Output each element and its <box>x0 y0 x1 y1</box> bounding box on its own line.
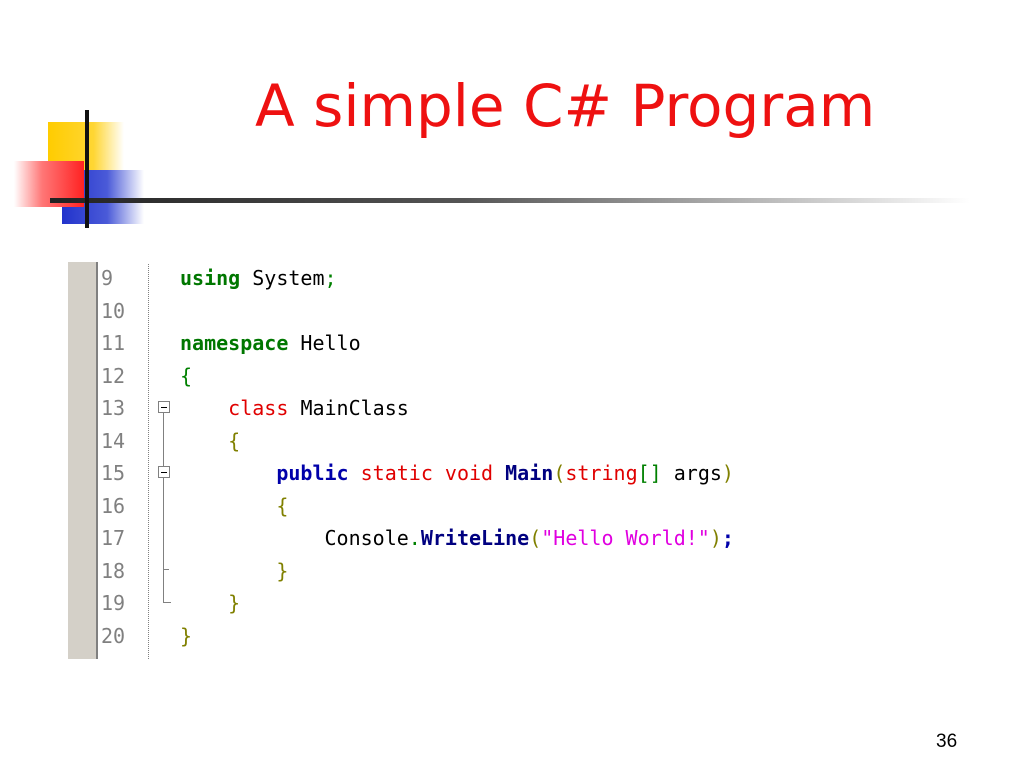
slide-title: A simple C# Program <box>255 72 876 140</box>
code-line-16: { <box>180 490 940 523</box>
fold-guide-line <box>163 478 164 602</box>
line-number: 12 <box>101 363 126 388</box>
line-number: 9 <box>101 266 114 290</box>
line-number: 20 <box>101 623 126 648</box>
keyword-namespace: namespace <box>180 331 289 355</box>
keyword-string: string <box>565 461 638 485</box>
identifier-system: System <box>252 266 325 290</box>
fold-guide-line <box>163 413 164 466</box>
keyword-using: using <box>180 266 241 290</box>
member-dot: . <box>408 526 421 550</box>
open-paren: ( <box>529 526 542 550</box>
gutter-separator <box>148 264 149 659</box>
line-number: 18 <box>101 558 126 583</box>
method-main: Main <box>505 461 554 485</box>
code-line-17: Console.WriteLine("Hello World!"); <box>180 522 940 555</box>
identifier-hello: Hello <box>300 331 361 355</box>
semicolon: ; <box>721 526 734 550</box>
line-number: 15 <box>101 461 126 485</box>
array-brackets: [] <box>637 461 662 485</box>
line-number: 13 <box>101 396 126 420</box>
keyword-void: void <box>444 461 494 485</box>
fold-end-tick <box>163 602 171 603</box>
vertical-rule <box>85 110 89 228</box>
code-body: using System; namespace Hello { class Ma… <box>180 262 940 652</box>
blue-square <box>62 170 144 224</box>
collapse-class-icon[interactable] <box>158 401 170 413</box>
semicolon: ; <box>324 266 337 290</box>
open-brace: { <box>228 428 241 453</box>
line-number: 16 <box>101 493 126 518</box>
close-paren: ) <box>709 526 722 550</box>
open-brace: { <box>276 493 289 518</box>
code-editor: 9 10 11 12 13 14 15 16 17 18 19 20 using… <box>68 262 948 659</box>
close-brace: } <box>180 623 193 648</box>
code-line-10 <box>180 295 940 328</box>
keyword-public: public <box>276 461 349 485</box>
page-number: 36 <box>936 731 958 752</box>
code-line-12: { <box>180 360 940 393</box>
collapse-method-icon[interactable] <box>158 466 170 478</box>
line-number: 17 <box>101 526 126 550</box>
keyword-class: class <box>228 396 289 420</box>
code-line-19: } <box>180 587 940 620</box>
line-number: 19 <box>101 591 126 615</box>
editor-gutter <box>68 262 98 659</box>
code-line-14: { <box>180 425 940 458</box>
code-line-13: class MainClass <box>180 392 940 425</box>
line-number: 10 <box>101 298 126 323</box>
method-writeline: WriteLine <box>420 526 530 550</box>
close-brace: } <box>228 591 241 615</box>
close-paren: ) <box>721 461 734 485</box>
code-line-15: public static void Main(string[] args) <box>180 457 940 490</box>
red-square <box>14 161 84 207</box>
horizontal-rule <box>50 198 970 203</box>
line-numbers: 9 10 11 12 13 14 15 16 17 18 19 20 <box>101 262 151 652</box>
close-brace: } <box>276 558 289 583</box>
yellow-square <box>48 122 124 192</box>
keyword-static: static <box>360 461 433 485</box>
line-number: 14 <box>101 428 126 453</box>
string-literal: "Hello World!" <box>541 526 710 550</box>
identifier-console: Console <box>324 526 409 550</box>
open-paren: ( <box>553 461 566 485</box>
line-number: 11 <box>101 331 126 355</box>
code-line-9: using System; <box>180 262 940 295</box>
open-brace: { <box>180 363 193 388</box>
fold-end-tick <box>163 569 169 570</box>
identifier-args: args <box>673 461 722 485</box>
code-line-20: } <box>180 620 940 653</box>
code-line-18: } <box>180 555 940 588</box>
identifier-mainclass: MainClass <box>300 396 409 420</box>
code-line-11: namespace Hello <box>180 327 940 360</box>
